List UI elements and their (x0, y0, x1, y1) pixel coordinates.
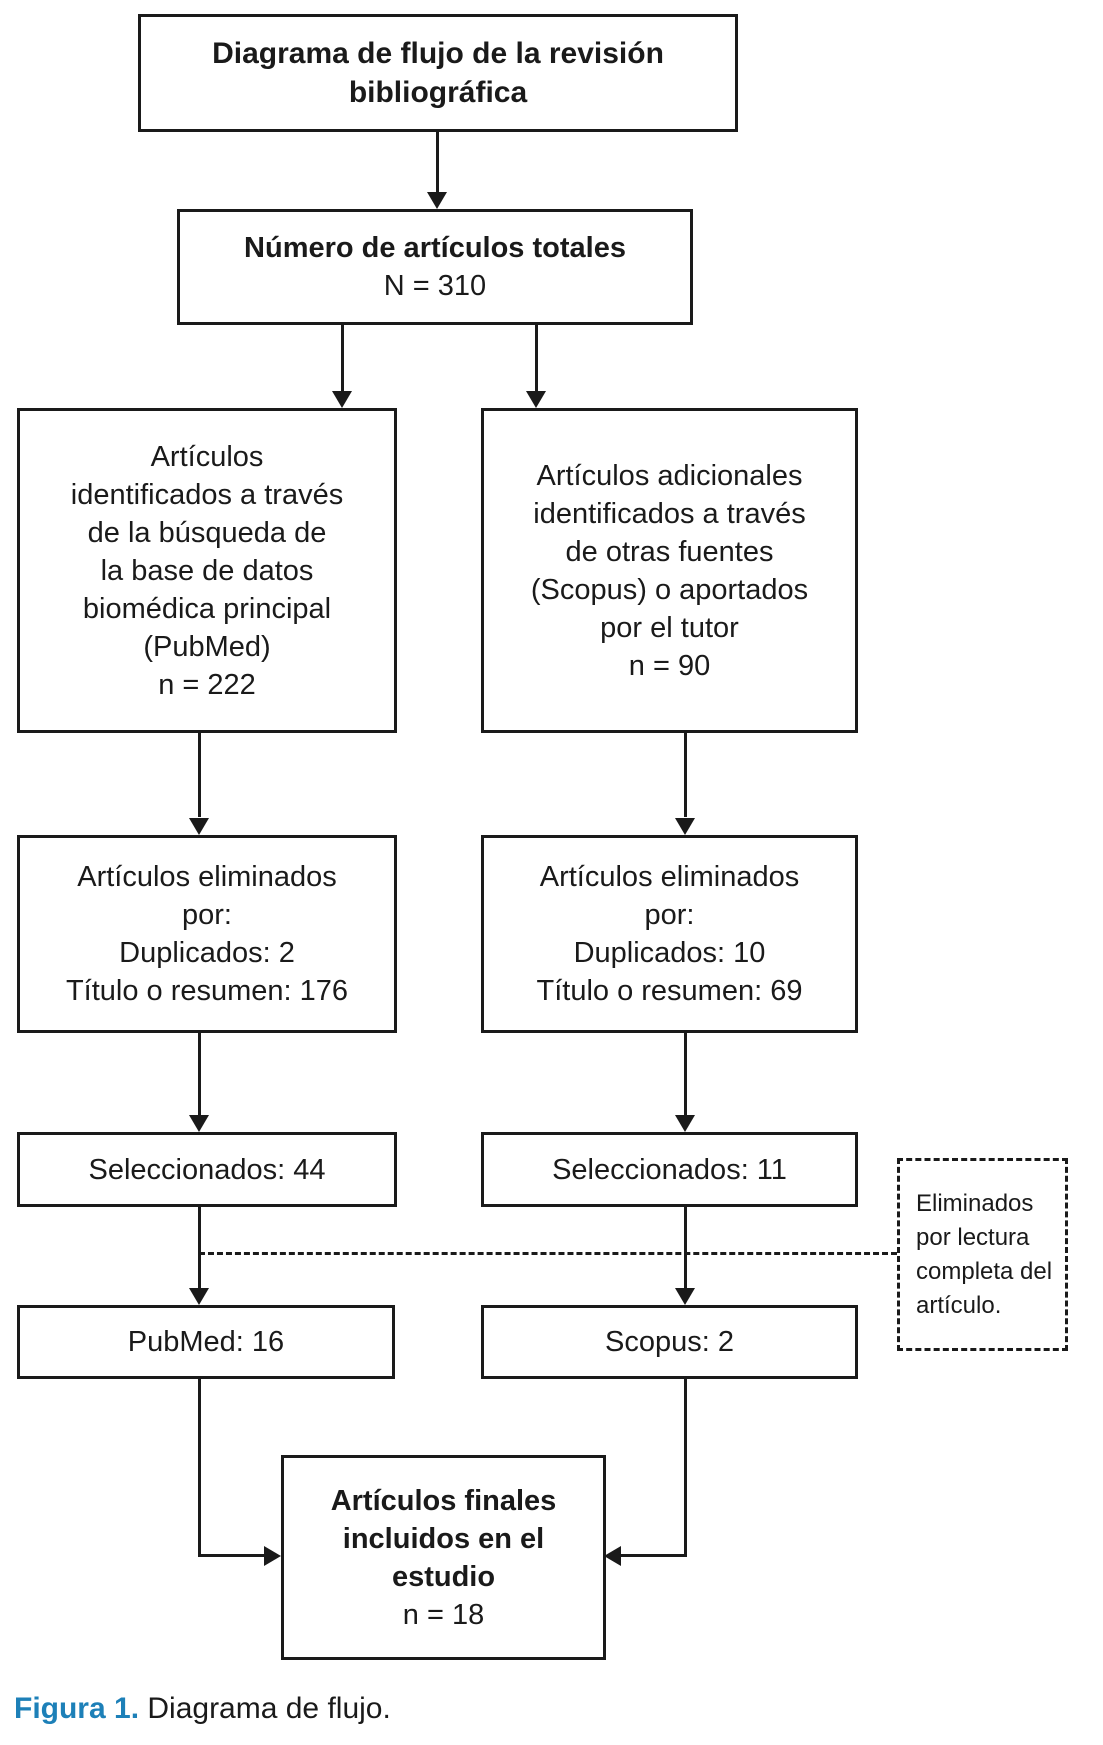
arrow-selected-to-scopus-line (684, 1205, 687, 1289)
arrow-other-to-removed-head (675, 818, 695, 835)
arrow-other-to-removed-line (684, 731, 687, 817)
pubmed-final-count: PubMed: 16 (127, 1326, 285, 1358)
total-articles-count: N = 310 (383, 270, 487, 302)
pubmed-removed-title-abstract: Título o resumen: 176 (65, 975, 349, 1007)
dashed-line-to-exclusion-note (199, 1252, 897, 1255)
arrow-total-to-other-head (526, 391, 546, 408)
total-articles-box: Número de artículos totales N = 310 (177, 209, 693, 325)
scopus-final-count-box: Scopus: 2 (481, 1305, 858, 1379)
full-text-exclusion-note: Eliminados por lectura completa del artí… (897, 1158, 1068, 1351)
pubmed-selected-count: Seleccionados: 44 (88, 1153, 326, 1186)
arrow-pubmed-to-final-head (264, 1546, 281, 1566)
arrow-selected-to-pubmed-line (198, 1205, 201, 1289)
title-line-2: bibliográfica (348, 76, 528, 109)
arrow-total-to-pubmed-line (341, 322, 344, 392)
other-sources-line: de otras fuentes (565, 535, 774, 568)
final-included-line: estudio (391, 1560, 496, 1593)
connector-scopus-to-final-vline (684, 1377, 687, 1557)
exclusion-note-line: Eliminados (916, 1190, 1034, 1217)
arrow-selected-to-scopus-head (675, 1288, 695, 1305)
pubmed-source-count: n = 222 (158, 668, 256, 701)
pubmed-removed-line: por: (182, 899, 232, 931)
arrow-total-to-other-line (535, 322, 538, 392)
scopus-final-count: Scopus: 2 (605, 1326, 734, 1358)
figure-caption-label: Figura 1. (14, 1692, 140, 1725)
other-sources-box: Artículos adicionales identificados a tr… (481, 408, 858, 733)
pubmed-removed-duplicates: Duplicados: 2 (119, 937, 295, 969)
total-articles-label: Número de artículos totales (244, 232, 626, 264)
pubmed-source-box: Artículos identificados a través de la b… (17, 408, 397, 733)
arrow-removed-to-selected-left-line (198, 1031, 201, 1115)
final-included-box: Artículos finales incluidos en el estudi… (281, 1455, 606, 1660)
other-sources-line: por el tutor (600, 611, 739, 644)
arrow-pubmed-to-removed-head (189, 818, 209, 835)
pubmed-final-count-box: PubMed: 16 (17, 1305, 395, 1379)
arrow-title-to-total-line (436, 132, 439, 194)
connector-pubmed-to-final-hline (198, 1554, 266, 1557)
final-included-count: n = 18 (402, 1598, 485, 1631)
other-sources-line: Artículos adicionales (536, 459, 803, 492)
arrow-title-to-total-head (427, 192, 447, 209)
pubmed-source-line: de la búsqueda de (87, 516, 327, 549)
connector-scopus-to-final-hline (621, 1554, 687, 1557)
exclusion-note-line: por lectura (916, 1224, 1030, 1251)
pubmed-removed-box: Artículos eliminados por: Duplicados: 2 … (17, 835, 397, 1033)
other-selected-count: Seleccionados: 11 (552, 1153, 787, 1186)
arrow-total-to-pubmed-head (332, 391, 352, 408)
arrow-pubmed-to-removed-line (198, 731, 201, 817)
pubmed-source-line: Artículos (150, 440, 264, 473)
arrow-selected-to-pubmed-head (189, 1288, 209, 1305)
arrow-removed-to-selected-right-line (684, 1031, 687, 1115)
other-removed-duplicates: Duplicados: 10 (573, 937, 766, 969)
arrow-removed-to-selected-left-head (189, 1115, 209, 1132)
title-box: Diagrama de flujo de la revisión bibliog… (138, 14, 738, 132)
other-removed-title-abstract: Título o resumen: 69 (536, 975, 803, 1007)
other-removed-line: por: (644, 899, 695, 931)
other-selected-box: Seleccionados: 11 (481, 1132, 858, 1207)
pubmed-source-line: la base de datos (100, 554, 314, 587)
final-included-line: Artículos finales (330, 1484, 557, 1517)
figure-caption: Figura 1. Diagrama de flujo. (14, 1690, 391, 1728)
exclusion-note-line: completa del (916, 1258, 1053, 1285)
other-removed-box: Artículos eliminados por: Duplicados: 10… (481, 835, 858, 1033)
title-line-1: Diagrama de flujo de la revisión (212, 37, 664, 70)
other-removed-line: Artículos eliminados (539, 861, 800, 893)
pubmed-selected-box: Seleccionados: 44 (17, 1132, 397, 1207)
other-sources-count: n = 90 (628, 649, 711, 682)
arrow-scopus-to-final-head (604, 1546, 621, 1566)
arrow-removed-to-selected-right-head (675, 1115, 695, 1132)
connector-pubmed-to-final-vline (198, 1377, 201, 1557)
final-included-line: incluidos en el (342, 1522, 545, 1555)
other-sources-line: (Scopus) o aportados (530, 573, 809, 606)
other-sources-line: identificados a través (533, 497, 806, 530)
exclusion-note-line: artículo. (916, 1292, 1002, 1319)
pubmed-removed-line: Artículos eliminados (77, 861, 337, 893)
figure-caption-text: Diagrama de flujo. (139, 1692, 391, 1725)
pubmed-source-line: (PubMed) (143, 630, 271, 663)
pubmed-source-line: biomédica principal (82, 592, 332, 625)
pubmed-source-line: identificados a través (70, 478, 344, 511)
